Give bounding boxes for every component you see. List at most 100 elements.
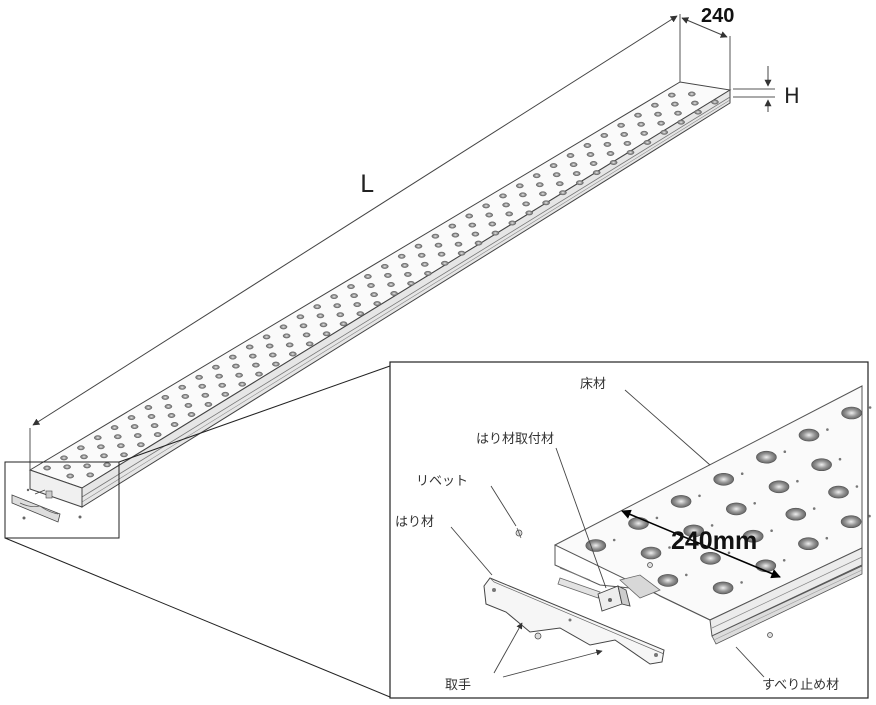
inset-plank-small-hole: [796, 479, 799, 483]
plank-hole: [80, 454, 88, 460]
plank-hole: [272, 361, 280, 367]
plank-hole: [60, 455, 68, 461]
inset-plank-hole: [725, 502, 747, 516]
inset-plank-hole: [628, 517, 649, 530]
label-floor: 床材: [580, 377, 606, 392]
plank-hole: [204, 401, 213, 407]
inset-plank-hole: [640, 546, 662, 560]
plank-hole: [519, 192, 527, 198]
inset-plank-small-hole: [868, 406, 872, 409]
plank-hole: [654, 111, 662, 117]
plank-hole: [339, 321, 348, 327]
inset-plank-small-hole: [770, 529, 773, 532]
inset-plank-small-hole: [838, 457, 842, 461]
plank-hole: [431, 233, 440, 239]
plank-hole: [167, 413, 176, 418]
plank-hole: [387, 282, 395, 287]
plank-hole: [674, 110, 682, 116]
plank-hole: [569, 162, 578, 168]
inset-plank-hole: [657, 574, 679, 587]
plank-hole: [552, 172, 561, 178]
inset-plank-small-hole: [753, 502, 756, 505]
plank-hole: [491, 230, 500, 236]
inset-plank-side: [709, 547, 863, 637]
plank-hole: [279, 324, 288, 330]
plank-hole: [404, 271, 412, 277]
inset-plank-hole: [828, 485, 849, 499]
plank-hole: [367, 283, 375, 288]
plank-hole: [688, 91, 696, 97]
plank-hole: [66, 473, 74, 479]
plank-hole: [364, 274, 372, 279]
plank-hole: [542, 200, 550, 206]
plank-hole: [282, 333, 291, 339]
plank-hole: [691, 100, 699, 106]
plank-hole: [268, 352, 277, 358]
plank-hole: [525, 210, 534, 216]
plank-hole: [559, 190, 567, 196]
plank-hole: [600, 132, 609, 138]
plank-hole: [448, 223, 457, 229]
inset-plank-small-hole: [868, 514, 871, 518]
plank-hole: [694, 109, 702, 115]
end-detail-small: [11, 488, 82, 523]
plank-hole: [218, 382, 226, 388]
plank-hole: [248, 353, 257, 359]
plank-hole: [603, 141, 612, 147]
plank-hole: [589, 161, 598, 166]
plank-hole: [454, 241, 463, 247]
inset-plank-hole: [785, 507, 807, 521]
plank-hole: [77, 445, 85, 451]
plank-hole: [397, 253, 406, 259]
inset-plank-small-hole: [740, 581, 743, 584]
inset-plank-small-hole: [783, 450, 787, 454]
plank-hole: [94, 435, 102, 441]
plank-hole: [468, 222, 477, 228]
width-label: 240: [701, 5, 734, 27]
plank-hole: [440, 260, 449, 266]
plank-hole: [609, 160, 618, 165]
plank-hole: [103, 462, 111, 468]
plank-hole: [539, 191, 547, 197]
plank-hole: [319, 322, 328, 328]
inset-plank-hole: [798, 428, 820, 442]
plank-hole: [583, 143, 592, 148]
plank-hole: [356, 311, 365, 317]
plank-hole: [488, 221, 497, 227]
plank-hole: [201, 392, 210, 398]
plank-hole: [651, 102, 659, 108]
plank-hole: [620, 131, 629, 137]
inset-plank-hole: [768, 480, 790, 494]
plank-hole: [288, 351, 297, 357]
plank-hole: [373, 301, 382, 306]
label-handle: 取手: [445, 678, 471, 693]
plank-hole: [586, 152, 595, 157]
plank-hole: [451, 232, 460, 238]
plank-hole: [232, 363, 240, 369]
plank-hole: [424, 270, 432, 276]
plank-hole: [549, 163, 558, 169]
plank-hole: [228, 354, 237, 360]
plank-hole: [147, 414, 156, 419]
plank-hole: [617, 122, 625, 128]
beam-mount-bracket: [597, 585, 631, 612]
inset-plank-hole: [755, 559, 777, 573]
plank-hole: [161, 394, 170, 400]
plank-hole: [305, 341, 314, 347]
plank-hole: [657, 120, 665, 126]
inset-plank-hole: [840, 515, 862, 529]
plank-hole: [322, 331, 331, 337]
plank-hole: [150, 423, 159, 428]
plank-hole: [499, 193, 507, 199]
plank-hole: [400, 262, 409, 268]
label-beam-mount: はり材取付材: [476, 432, 554, 447]
plank-hole: [170, 422, 179, 427]
plank-hole: [536, 182, 544, 188]
plank-hole: [336, 312, 345, 318]
inset-plank-small-hole: [655, 516, 659, 520]
inset-plank-small-hole: [855, 485, 859, 488]
plank-hole: [262, 334, 271, 340]
plank-hole: [457, 250, 466, 256]
inset-plank-hole: [811, 458, 832, 472]
